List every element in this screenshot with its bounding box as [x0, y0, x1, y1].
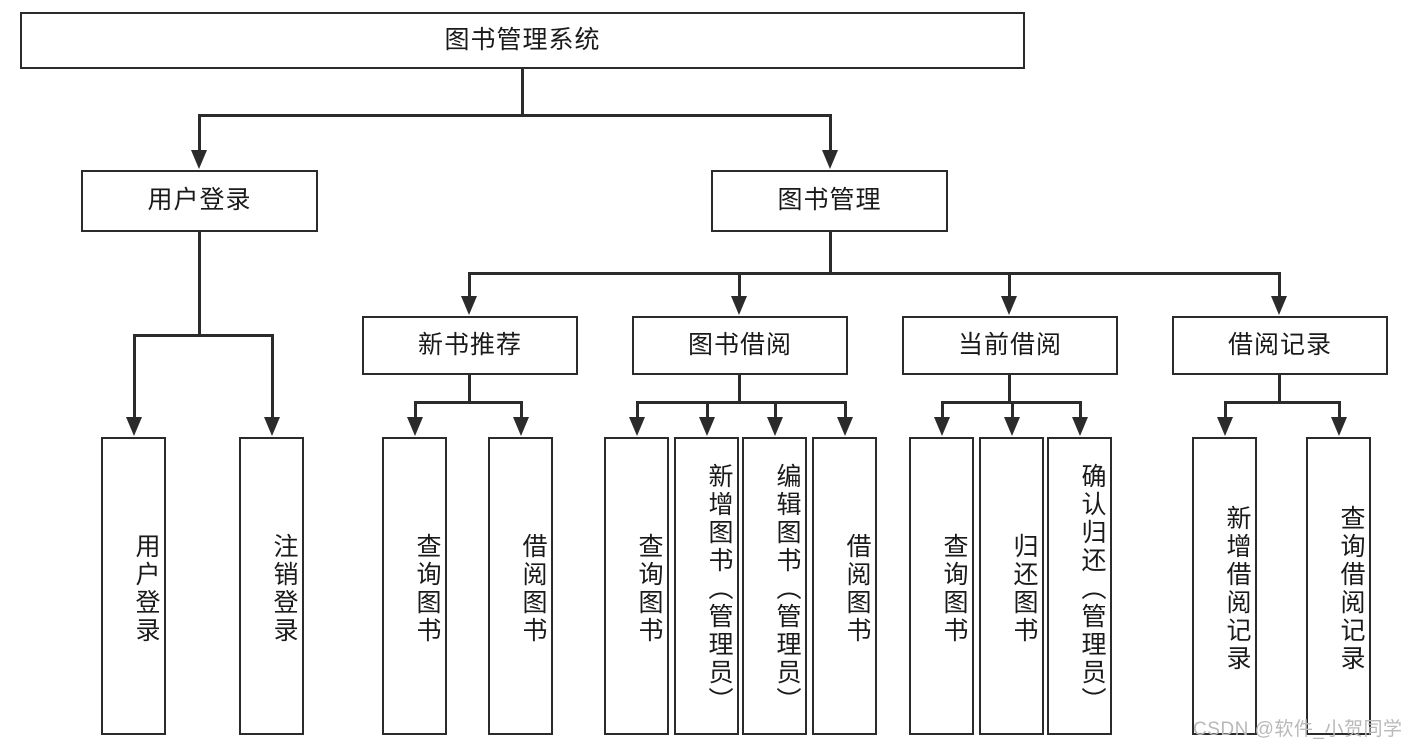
node-leaf-user-login[interactable]: 用户登录	[101, 437, 166, 735]
node-label: 新书推荐	[417, 330, 522, 359]
edge-drop-bb-leaf-2	[706, 401, 709, 419]
watermark: CSDN @软件_小贺同学	[1193, 719, 1403, 740]
arrow-to-bb-leaf-2	[699, 417, 715, 436]
node-book-borrow[interactable]: 图书借阅	[632, 316, 848, 375]
edge-bus-level1	[198, 114, 831, 117]
edge-bus-level3	[468, 272, 1280, 275]
node-root-book-management-system[interactable]: 图书管理系统	[20, 12, 1025, 69]
edge-bus-book-borrow	[636, 401, 846, 404]
arrow-to-nbr-leaf-2	[513, 417, 529, 436]
node-book-management[interactable]: 图书管理	[711, 170, 948, 232]
edge-drop-user-login	[198, 114, 201, 152]
arrow-to-br-leaf-2	[1331, 417, 1347, 436]
edge-drop-book-management	[829, 114, 832, 152]
arrow-to-current-borrow	[1001, 296, 1017, 315]
edge-drop-bb-leaf-4	[844, 401, 847, 419]
node-user-login[interactable]: 用户登录	[81, 170, 318, 232]
node-label: 借阅图书	[843, 533, 871, 645]
node-label: 新增借阅记录	[1223, 505, 1251, 673]
edge-bus-new-book-recommend	[414, 401, 522, 404]
node-label: 查询图书	[413, 533, 441, 645]
node-label: 借阅图书	[519, 533, 547, 645]
arrow-to-user-login-leaf-2	[264, 417, 280, 436]
edge-drop-cb-leaf-2	[1011, 401, 1014, 419]
edge-drop-user-login-leaf-1	[133, 334, 136, 419]
arrow-to-bb-leaf-4	[837, 417, 853, 436]
node-label: 新增图书（管理员）	[705, 463, 733, 715]
node-leaf-return-book[interactable]: 归还图书	[979, 437, 1044, 735]
edge-bus-borrow-record	[1224, 401, 1340, 404]
edge-drop-borrow-record	[1278, 272, 1281, 298]
node-label: 用户登录	[132, 533, 160, 645]
node-label: 用户登录	[147, 186, 252, 215]
node-label: 查询图书	[635, 533, 663, 645]
edge-drop-new-book-recommend	[468, 272, 471, 298]
edge-drop-nbr-leaf-1	[414, 401, 417, 419]
edge-bus-user-login	[133, 334, 273, 337]
node-label: 图书管理	[777, 186, 882, 215]
node-label: 借阅记录	[1227, 330, 1332, 359]
arrow-to-nbr-leaf-1	[407, 417, 423, 436]
edge-current-borrow-stem	[1008, 375, 1011, 403]
node-label: 图书管理系统	[444, 25, 601, 54]
edge-drop-user-login-leaf-2	[271, 334, 274, 419]
arrow-to-new-book-recommend	[461, 296, 477, 315]
arrow-to-br-leaf-1	[1217, 417, 1233, 436]
edge-drop-br-leaf-1	[1224, 401, 1227, 419]
arrow-to-cb-leaf-2	[1004, 417, 1020, 436]
node-label: 图书借阅	[687, 330, 792, 359]
edge-root-stem	[521, 69, 524, 116]
edge-drop-bb-leaf-1	[636, 401, 639, 419]
arrow-to-bb-leaf-3	[767, 417, 783, 436]
node-current-borrow[interactable]: 当前借阅	[902, 316, 1118, 375]
node-leaf-logout[interactable]: 注销登录	[239, 437, 304, 735]
edge-drop-book-borrow	[738, 272, 741, 298]
arrow-to-user-login-leaf-1	[126, 417, 142, 436]
arrow-to-borrow-record	[1271, 296, 1287, 315]
arrow-to-user-login	[191, 150, 207, 169]
edge-user-login-stem	[198, 232, 201, 336]
arrow-to-bb-leaf-1	[629, 417, 645, 436]
node-label: 查询图书	[940, 533, 968, 645]
node-label: 编辑图书（管理员）	[773, 463, 801, 715]
edge-new-book-recommend-stem	[468, 375, 471, 403]
node-leaf-borrow-book-bb[interactable]: 借阅图书	[812, 437, 877, 735]
arrow-to-book-borrow	[731, 296, 747, 315]
edge-drop-current-borrow	[1008, 272, 1011, 298]
node-leaf-query-borrow-record[interactable]: 查询借阅记录	[1306, 437, 1371, 735]
edge-drop-cb-leaf-3	[1079, 401, 1082, 419]
node-label: 确认归还（管理员）	[1078, 463, 1106, 715]
arrow-to-book-management	[822, 150, 838, 169]
edge-book-management-stem	[829, 232, 832, 274]
node-label: 查询借阅记录	[1337, 505, 1365, 673]
edge-drop-br-leaf-2	[1338, 401, 1341, 419]
edge-drop-cb-leaf-1	[941, 401, 944, 419]
node-leaf-edit-book-admin[interactable]: 编辑图书（管理员）	[742, 437, 807, 735]
node-label: 归还图书	[1010, 533, 1038, 645]
node-leaf-query-book-nbr[interactable]: 查询图书	[382, 437, 447, 735]
node-leaf-confirm-return-admin[interactable]: 确认归还（管理员）	[1047, 437, 1112, 735]
edge-borrow-record-stem	[1278, 375, 1281, 403]
node-new-book-recommend[interactable]: 新书推荐	[362, 316, 578, 375]
edge-drop-nbr-leaf-2	[520, 401, 523, 419]
arrow-to-cb-leaf-1	[934, 417, 950, 436]
node-label: 注销登录	[270, 533, 298, 645]
node-leaf-borrow-book-nbr[interactable]: 借阅图书	[488, 437, 553, 735]
node-leaf-add-book-admin[interactable]: 新增图书（管理员）	[674, 437, 739, 735]
edge-book-borrow-stem	[738, 375, 741, 403]
node-borrow-record[interactable]: 借阅记录	[1172, 316, 1388, 375]
edge-drop-bb-leaf-3	[774, 401, 777, 419]
node-label: 当前借阅	[957, 330, 1062, 359]
node-leaf-add-borrow-record[interactable]: 新增借阅记录	[1192, 437, 1257, 735]
arrow-to-cb-leaf-3	[1072, 417, 1088, 436]
node-leaf-query-book-bb[interactable]: 查询图书	[604, 437, 669, 735]
node-leaf-query-book-cb[interactable]: 查询图书	[909, 437, 974, 735]
